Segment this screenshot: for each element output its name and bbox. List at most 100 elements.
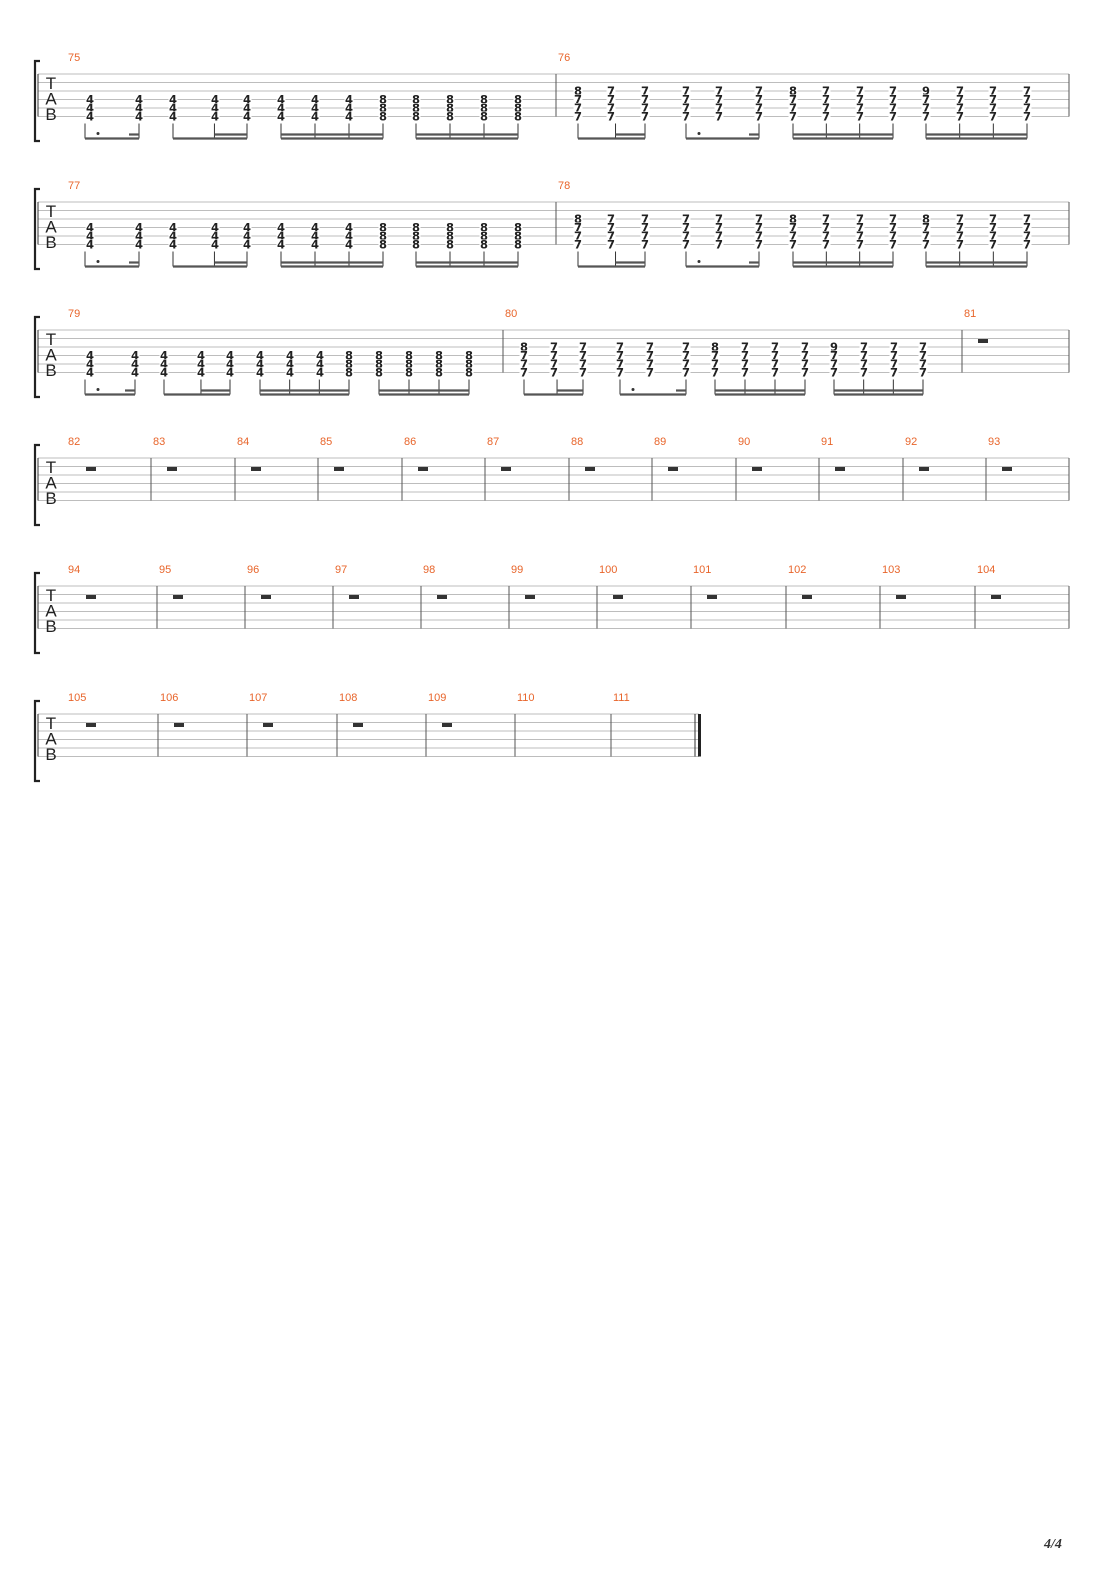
fret-background xyxy=(800,342,810,352)
fret-background xyxy=(378,231,388,241)
fret-background xyxy=(168,239,178,250)
fret-number: 7 xyxy=(789,110,797,124)
fret-background xyxy=(921,103,931,113)
fret-number: 8 xyxy=(375,366,383,380)
fret-number: 7 xyxy=(646,366,654,380)
augmentation-dot xyxy=(96,260,100,263)
fret-background xyxy=(606,94,616,105)
fret-background xyxy=(889,350,899,361)
fret-background xyxy=(640,214,650,224)
measure-75: 7544444444444444444444444488888888888888… xyxy=(68,52,523,140)
fret-number: 8 xyxy=(465,349,473,363)
fret-number: 8 xyxy=(480,93,488,107)
fret-number: 7 xyxy=(789,101,797,115)
fret-number: 7 xyxy=(741,349,749,363)
fret-background xyxy=(888,103,898,113)
fret-number: 4 xyxy=(256,349,264,363)
fret-background xyxy=(445,239,455,250)
fret-number: 7 xyxy=(550,349,558,363)
fret-number: 4 xyxy=(286,366,294,380)
fret-number: 4 xyxy=(211,93,219,107)
fret-number: 7 xyxy=(682,366,690,380)
fret-background xyxy=(988,214,998,224)
tab-clef-letter: B xyxy=(45,489,56,508)
fret-number: 8 xyxy=(345,366,353,380)
fret-number: 8 xyxy=(412,221,420,235)
fret-background xyxy=(168,103,178,113)
measure-number: 97 xyxy=(335,564,347,576)
fret-background xyxy=(955,103,965,113)
fret-number: 4 xyxy=(243,101,251,115)
fret-number: 7 xyxy=(682,110,690,124)
measure-number: 90 xyxy=(738,436,750,448)
fret-number: 7 xyxy=(890,366,898,380)
fret-number: 4 xyxy=(211,238,219,252)
fret-background xyxy=(681,367,691,378)
fret-number: 7 xyxy=(890,357,898,371)
fret-number: 4 xyxy=(135,229,143,243)
fret-background xyxy=(573,86,583,96)
fret-background xyxy=(714,94,724,105)
tab-clef-letter: T xyxy=(46,714,56,733)
measure-108: 108 xyxy=(339,692,363,727)
fret-background xyxy=(788,231,798,241)
fret-number: 8 xyxy=(379,238,387,252)
fret-background xyxy=(821,103,831,113)
fret-background xyxy=(519,350,529,361)
fret-number: 7 xyxy=(856,101,864,115)
fret-background xyxy=(210,94,220,105)
fret-number: 7 xyxy=(641,110,649,124)
fret-number: 7 xyxy=(682,229,690,243)
fret-number: 4 xyxy=(277,101,285,115)
fret-background xyxy=(921,231,931,241)
fret-background xyxy=(573,103,583,113)
fret-number: 4 xyxy=(311,221,319,235)
fret-background xyxy=(210,231,220,241)
fret-background xyxy=(479,239,489,250)
fret-number: 7 xyxy=(822,221,830,235)
fret-number: 7 xyxy=(579,357,587,371)
fret-background xyxy=(640,239,650,250)
fret-background xyxy=(344,367,354,378)
fret-background xyxy=(276,239,286,250)
whole-rest xyxy=(174,723,184,727)
final-barline xyxy=(698,714,701,757)
fret-number: 8 xyxy=(465,357,473,371)
fret-background xyxy=(754,86,764,96)
fret-number: 4 xyxy=(243,238,251,252)
fret-background xyxy=(1022,86,1032,96)
measure-number: 96 xyxy=(247,564,259,576)
measure-number: 104 xyxy=(977,564,995,576)
fret-background xyxy=(988,239,998,250)
augmentation-dot xyxy=(697,260,701,263)
fret-number: 8 xyxy=(789,212,797,226)
fret-number: 7 xyxy=(682,349,690,363)
whole-rest xyxy=(86,467,96,471)
system-bracket xyxy=(33,571,40,655)
fret-number: 7 xyxy=(715,229,723,243)
fret-number: 7 xyxy=(889,110,897,124)
fret-number: 7 xyxy=(989,229,997,243)
fret-background xyxy=(242,222,252,233)
fret-number: 7 xyxy=(822,212,830,226)
fret-number: 7 xyxy=(822,101,830,115)
measure-number: 75 xyxy=(68,52,80,64)
measure-number: 88 xyxy=(571,436,583,448)
fret-number: 7 xyxy=(830,366,838,380)
fret-number: 7 xyxy=(711,357,719,371)
fret-number: 7 xyxy=(919,357,927,371)
fret-number: 7 xyxy=(755,238,763,252)
fret-number: 7 xyxy=(890,340,898,354)
fret-background xyxy=(134,231,144,241)
fret-number: 8 xyxy=(922,212,930,226)
fret-number: 7 xyxy=(520,357,528,371)
fret-number: 8 xyxy=(345,357,353,371)
whole-rest xyxy=(835,467,845,471)
fret-background xyxy=(549,342,559,352)
measure-number: 85 xyxy=(320,436,332,448)
fret-number: 7 xyxy=(715,93,723,107)
whole-rest xyxy=(173,595,183,599)
fret-background xyxy=(85,359,95,369)
fret-background xyxy=(855,231,865,241)
